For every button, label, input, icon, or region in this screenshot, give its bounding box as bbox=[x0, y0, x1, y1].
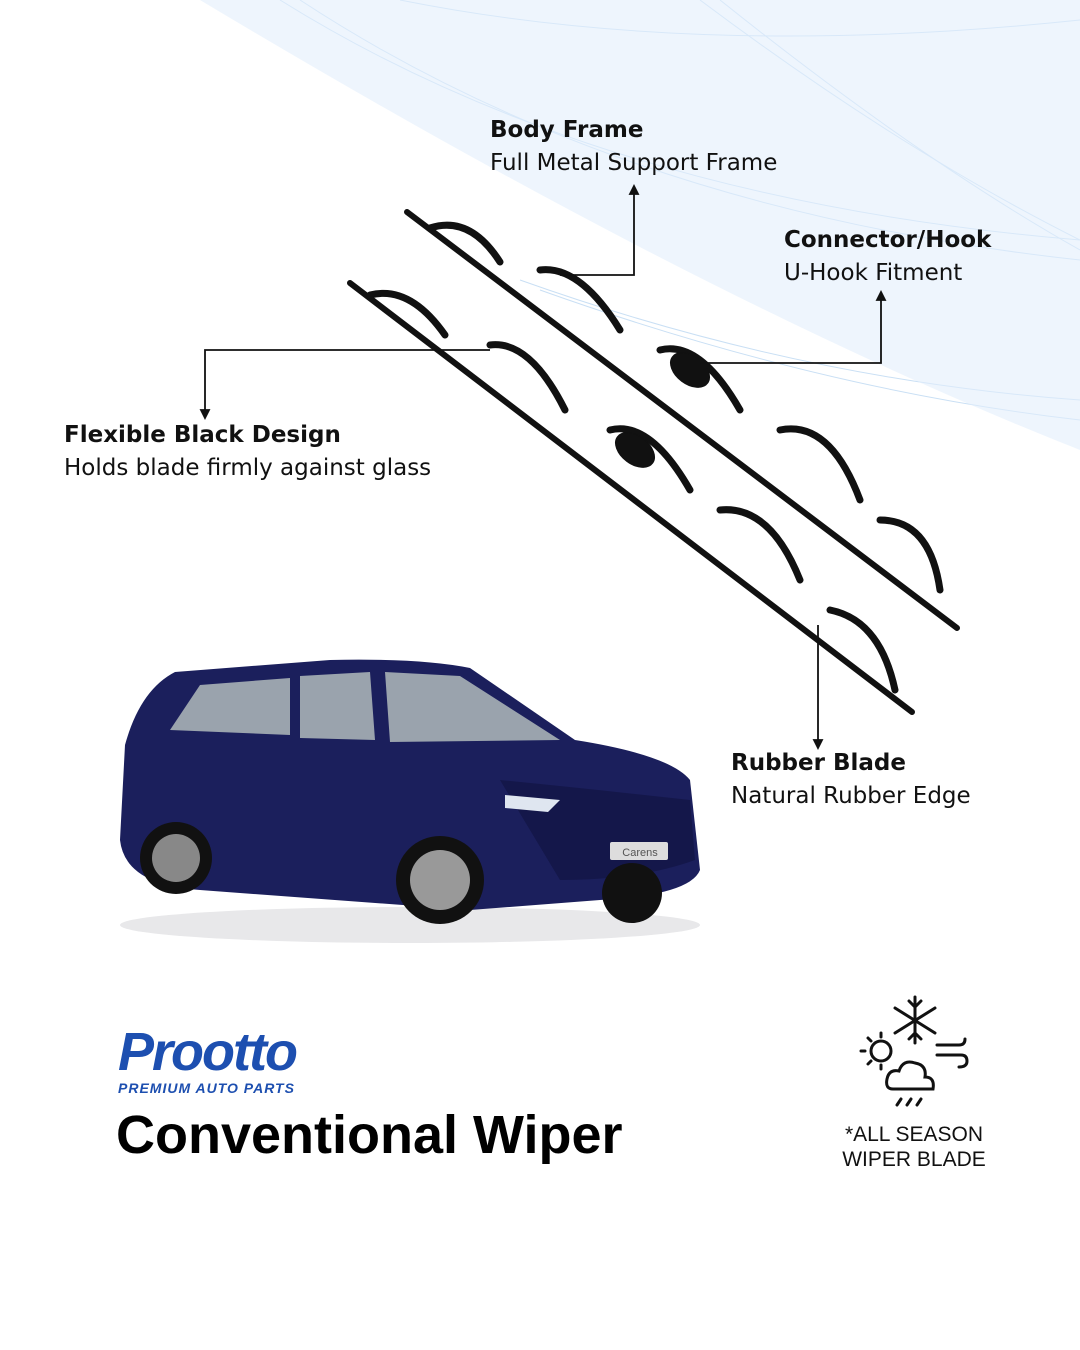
season-line-2: WIPER BLADE bbox=[842, 1148, 986, 1171]
season-line-1: *ALL SEASON bbox=[844, 1123, 984, 1146]
brand-logo: Prootto PREMIUM AUTO PARTS bbox=[118, 1022, 298, 1096]
background-glow bbox=[200, 0, 1080, 450]
callout-rubber-blade: Rubber Blade Natural Rubber Edge bbox=[731, 747, 971, 813]
callout-lines bbox=[199, 183, 887, 751]
callout-flexible-design: Flexible Black Design Holds blade firmly… bbox=[64, 419, 431, 485]
callout-title: Rubber Blade bbox=[731, 750, 906, 776]
callout-subtitle: U-Hook Fitment bbox=[784, 260, 963, 286]
brand-tagline: PREMIUM AUTO PARTS bbox=[118, 1080, 295, 1096]
all-weather-icon bbox=[859, 995, 969, 1107]
callout-subtitle: Full Metal Support Frame bbox=[490, 150, 778, 176]
brand-name: Prootto bbox=[118, 1022, 298, 1082]
callout-title: Body Frame bbox=[490, 117, 644, 143]
car-image: Carens bbox=[120, 659, 700, 943]
wiper-blade-upper bbox=[404, 209, 960, 631]
cloud-rain-icon bbox=[885, 1060, 935, 1107]
callout-subtitle: Natural Rubber Edge bbox=[731, 783, 971, 809]
car-plate: Carens bbox=[622, 847, 658, 859]
all-season-label: *ALL SEASON WIPER BLADE bbox=[830, 1122, 998, 1172]
callout-subtitle: Holds blade firmly against glass bbox=[64, 455, 432, 481]
wind-icon bbox=[935, 1037, 969, 1069]
callout-body-frame: Body Frame Full Metal Support Frame bbox=[490, 114, 777, 180]
callout-connector: Connector/Hook U-Hook Fitment bbox=[784, 224, 991, 290]
wiper-blade-lower bbox=[347, 280, 915, 715]
sun-icon bbox=[859, 1031, 893, 1071]
snowflake-icon bbox=[893, 995, 937, 1045]
product-title: Conventional Wiper bbox=[116, 1105, 623, 1165]
callout-title: Connector/Hook bbox=[784, 227, 992, 253]
callout-title: Flexible Black Design bbox=[64, 422, 341, 448]
